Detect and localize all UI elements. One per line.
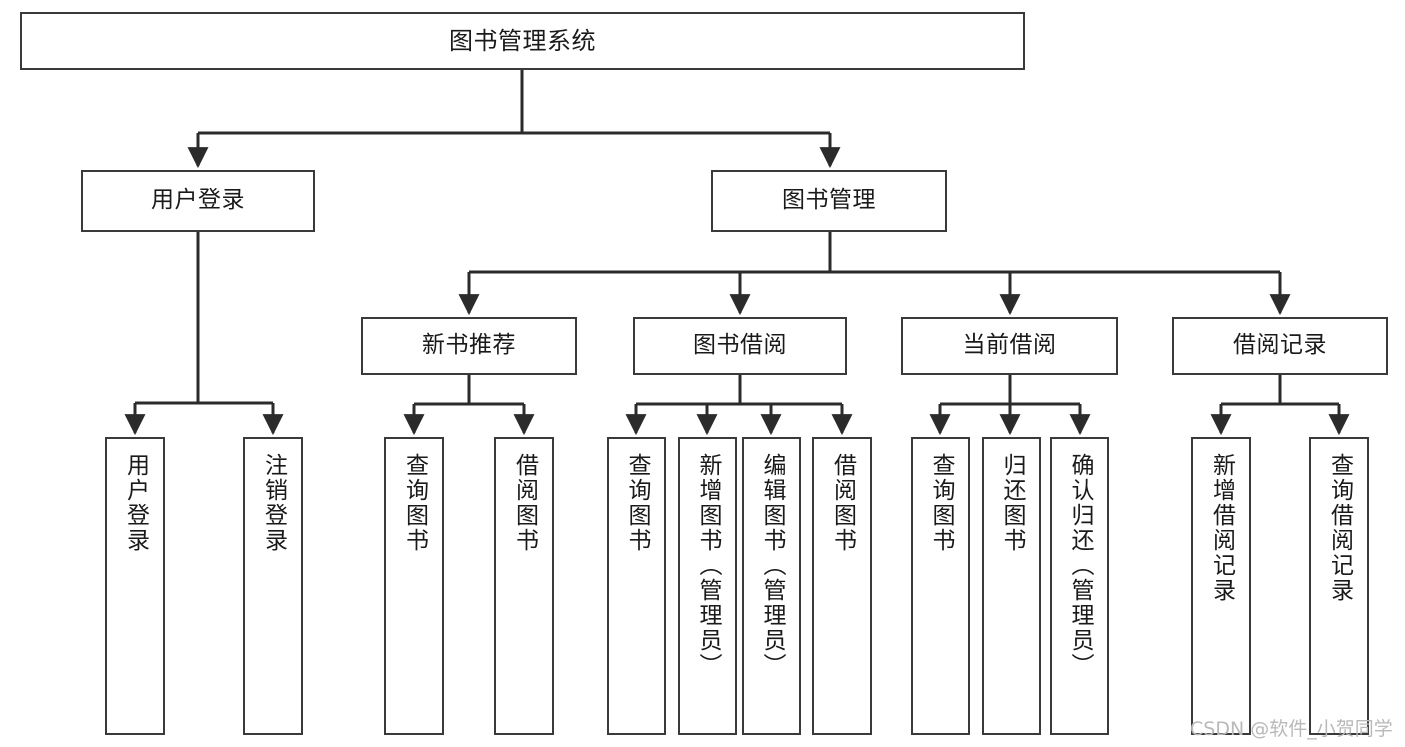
leaf-confirm-return-admin[interactable]: 确认归还（管理员） — [1050, 437, 1109, 735]
node-root-system[interactable]: 图书管理系统 — [20, 12, 1025, 70]
leaf-edit-book-admin[interactable]: 编辑图书（管理员） — [742, 437, 801, 735]
node-book-borrow[interactable]: 图书借阅 — [633, 317, 847, 375]
node-label: 图书管理系统 — [449, 26, 596, 55]
leaf-add-borrow-record[interactable]: 新增借阅记录 — [1191, 437, 1251, 735]
watermark-text: CSDN @软件_小贺同学 — [1190, 718, 1393, 740]
node-label: 借阅图书 — [829, 453, 856, 553]
node-label: 借阅图书 — [511, 453, 538, 553]
node-label: 图书借阅 — [693, 332, 787, 359]
leaf-query-book-current[interactable]: 查询图书 — [911, 437, 970, 735]
node-label: 查询借阅记录 — [1326, 453, 1353, 603]
node-label: 查询图书 — [401, 453, 428, 553]
node-label: 新书推荐 — [422, 332, 516, 359]
leaf-query-book-recommend[interactable]: 查询图书 — [384, 437, 444, 735]
leaf-logout[interactable]: 注销登录 — [243, 437, 303, 735]
node-new-book-recommendation[interactable]: 新书推荐 — [361, 317, 577, 375]
node-label: 新增图书（管理员） — [695, 453, 721, 678]
node-label: 当前借阅 — [962, 332, 1057, 359]
leaf-user-login[interactable]: 用户登录 — [105, 437, 165, 735]
node-current-borrow[interactable]: 当前借阅 — [901, 317, 1118, 375]
node-book-management[interactable]: 图书管理 — [711, 170, 947, 232]
node-borrow-record[interactable]: 借阅记录 — [1172, 317, 1388, 375]
node-label: 注销登录 — [260, 453, 287, 553]
node-label: 新增借阅记录 — [1208, 453, 1235, 603]
node-label: 借阅记录 — [1233, 332, 1327, 359]
leaf-return-book[interactable]: 归还图书 — [982, 437, 1041, 735]
node-label: 查询图书 — [624, 453, 650, 553]
node-label: 用户登录 — [151, 187, 245, 214]
leaf-add-book-admin[interactable]: 新增图书（管理员） — [678, 437, 737, 735]
node-label: 查询图书 — [928, 453, 954, 553]
leaf-query-borrow-record[interactable]: 查询借阅记录 — [1309, 437, 1369, 735]
node-user-login[interactable]: 用户登录 — [81, 170, 315, 232]
leaf-borrow-book-recommend[interactable]: 借阅图书 — [494, 437, 554, 735]
node-label: 图书管理 — [782, 187, 876, 214]
node-label: 确认归还（管理员） — [1067, 453, 1093, 678]
node-label: 归还图书 — [999, 453, 1025, 553]
leaf-query-book-borrow[interactable]: 查询图书 — [607, 437, 666, 735]
leaf-borrow-book[interactable]: 借阅图书 — [812, 437, 872, 735]
node-label: 编辑图书（管理员） — [759, 453, 785, 678]
node-label: 用户登录 — [122, 453, 149, 553]
